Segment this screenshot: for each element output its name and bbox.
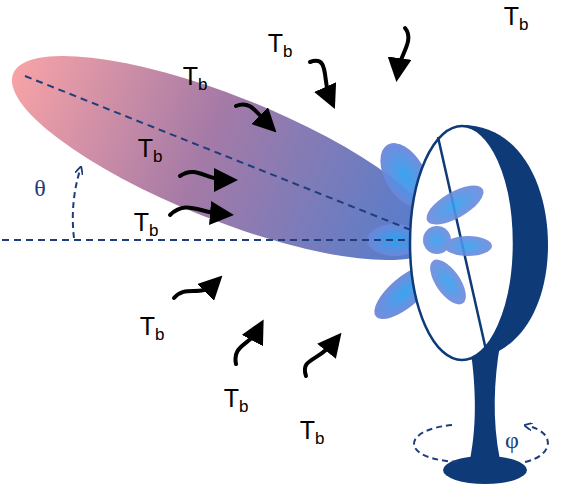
- brightness-temperature: Tb: [138, 136, 163, 165]
- angle-symbol: φ: [505, 428, 519, 452]
- horizon-line: [2, 239, 436, 241]
- theta-arc: [73, 170, 80, 238]
- phi-arc: [525, 426, 548, 462]
- brightness-temperature: Tb: [134, 210, 159, 239]
- brightness-temperature: Tb: [300, 418, 325, 447]
- brightness-temperature: Tb: [268, 31, 293, 60]
- main-lobe: [0, 16, 460, 300]
- stand: [470, 345, 500, 460]
- radiation-arrows: [170, 28, 408, 376]
- brightness-temperature: Tb: [183, 64, 208, 93]
- brightness-temperature: Tb: [224, 386, 249, 415]
- phi-arc: [414, 425, 460, 462]
- brightness-temperature: Tb: [504, 4, 529, 33]
- beam-axis: [25, 76, 436, 240]
- brightness-temperature: Tb: [140, 314, 165, 343]
- angle-symbol: θ: [34, 176, 46, 200]
- stand-base: [443, 456, 527, 484]
- dish-rim: [410, 126, 514, 360]
